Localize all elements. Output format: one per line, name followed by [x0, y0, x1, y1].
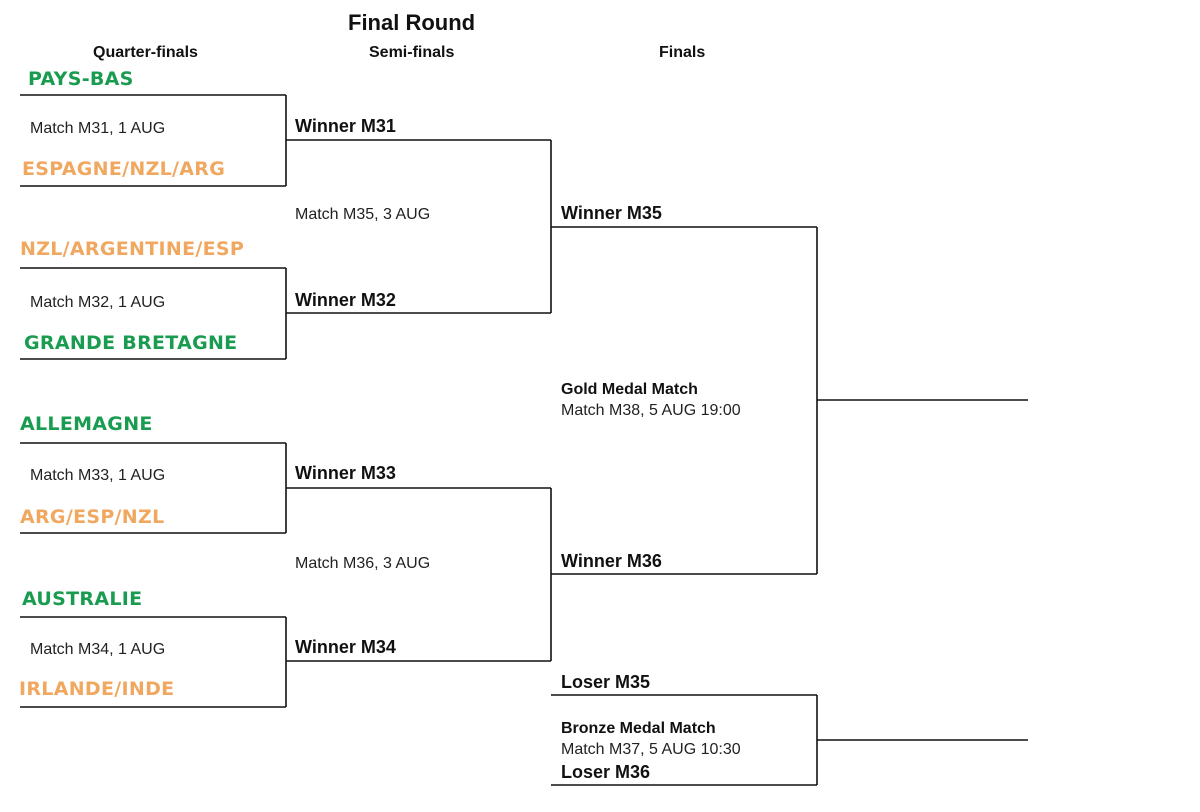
- sf2-match-info: Match M36, 3 AUG: [295, 555, 431, 572]
- qf1-top-team: PAYS-BAS: [28, 68, 134, 90]
- qf4-match-info: Match M34, 1 AUG: [30, 641, 166, 658]
- gold-match-info: Match M38, 5 AUG 19:00: [561, 402, 741, 419]
- sf1-bottom-slot: Winner M32: [295, 290, 396, 310]
- qf1-match-info: Match M31, 1 AUG: [30, 120, 166, 137]
- column-header-semi-finals: Semi-finals: [369, 44, 455, 61]
- qf2-top-team: NZL/ARGENTINE/ESP: [20, 238, 245, 260]
- sf2-bottom-slot: Winner M34: [295, 637, 396, 657]
- bronze-match-info: Match M37, 5 AUG 10:30: [561, 741, 741, 758]
- sf1-top-slot: Winner M31: [295, 116, 396, 136]
- sf1-match-info: Match M35, 3 AUG: [295, 206, 431, 223]
- gold-top-slot: Winner M35: [561, 203, 662, 223]
- qf2-bottom-team: GRANDE BRETAGNE: [24, 332, 238, 354]
- qf2-match-info: Match M32, 1 AUG: [30, 294, 166, 311]
- gold-medal-title: Gold Medal Match: [561, 381, 698, 398]
- bronze-medal-title: Bronze Medal Match: [561, 720, 716, 737]
- sf2-top-slot: Winner M33: [295, 463, 396, 483]
- qf3-top-team: ALLEMAGNE: [20, 413, 153, 435]
- qf3-match-info: Match M33, 1 AUG: [30, 467, 166, 484]
- qf1-bottom-team: ESPAGNE/NZL/ARG: [22, 158, 226, 180]
- qf4-bottom-team: IRLANDE/INDE: [19, 678, 175, 700]
- gold-bottom-slot: Winner M36: [561, 551, 662, 571]
- qf3-bottom-team: ARG/ESP/NZL: [20, 506, 165, 528]
- page-title: Final Round: [348, 10, 476, 35]
- column-header-quarter-finals: Quarter-finals: [93, 44, 198, 61]
- bronze-bottom-slot: Loser M36: [561, 762, 651, 782]
- column-header-finals: Finals: [659, 44, 706, 61]
- qf4-top-team: AUSTRALIE: [22, 588, 143, 610]
- bronze-top-slot: Loser M35: [561, 672, 651, 692]
